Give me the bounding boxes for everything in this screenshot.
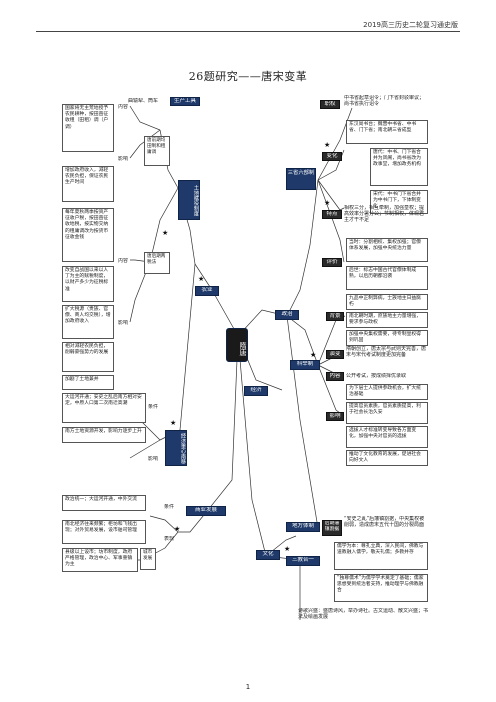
politics-zhiquan-text: 中书省起草诏令；门下省封驳审议；尚书省执行诏令 [344,95,425,108]
center-node: 隋唐 [226,328,248,362]
keju-yanbian-text: 隋朝创立，唐太宗与武则天完善，唐末与宋代考试制度更加完备 [346,346,427,359]
econ-box-0: 国家将无主荒地授予农民耕种，按田亩征收租（田租）调（户调） [62,104,114,152]
commerce-biaoxian: 表现 [164,536,175,542]
branch-agriculture: 农业 [195,286,219,296]
politics-pingjia-1: 后世：标志中国古代官僚体制成熟，以后历朝都沿袭 [346,266,428,290]
branch-difang: 地方体制 [286,522,320,532]
label-tiaojian-1: 条件 [148,404,159,410]
keju-yingxiang-0: 为下层士人提供参政机会，扩大统治基础 [346,384,428,400]
label-yingxiang-2: 影响 [118,320,129,326]
commerce-tiaojian: 条件 [164,504,175,510]
commerce-item-1: 南北经济往来频繁；柜坊和飞钱出现；对外贸易发展，设市舶司管理 [62,520,146,544]
branch-commerce: 商业发展 [186,506,226,516]
branch-economy: 经济 [244,386,268,396]
commerce-chengshi: 城市发展 [140,548,156,570]
star-icon: ★ [170,419,177,427]
culture-item-1: “独尊儒术”为儒学学术奠定了基础；儒家思想受到统治者支持，推动理学与佛教融合 [334,574,428,602]
branch-sansheng: 三省六部制 [286,168,316,190]
econ-box-1: 增加政府收入，减轻农民负担，保证农民生产时间 [62,166,114,202]
tools-label: 曲辕犁、筒车 [128,98,159,104]
econ-box-8: 南方土地资源开发，影响力逐步上升 [62,427,146,443]
branch-keju: 科举制 [290,360,320,370]
branch-culture: 文化 [256,550,280,560]
keju-beijing-2: 加强中央集权需要，待专制皇权得到巩固 [346,330,428,346]
header-rule [36,31,460,32]
page-title: 26题研究——唐宋变革 [188,70,308,83]
keju-neirong-text: 公开考试，按成绩择优录取 [346,373,407,379]
star-icon: ★ [174,525,181,533]
commerce-item-2: 县级以上设市；坊市制度，政府严格管理，政治中心、军事重镇为主 [62,548,138,572]
politics-bianhua: 变化 [322,152,342,161]
label-yingxiang-3: 影响 [148,456,159,462]
politics-bianhua-2: 宋代：中书门下省合并为中书门下，下体制变化 [370,190,428,214]
politics-bianhua-0: 东汉尚书台；魏晋中书省、中书省、门下省；南北朝三省成型 [346,120,428,144]
commerce-item-0: 政治统一；大运河开通，中外交流 [62,495,146,511]
running-header: 2019高三历史二轮复习通史版 [363,21,458,29]
culture-item-2: 诗歌兴盛：盛唐诗风，举办诗社。古文运动、散文兴盛；书法及绘画发展 [298,608,428,621]
keju-yingxiang-1: 提高官员素质，官员素质提高，利于社会长治久安 [346,402,428,424]
keju-beijing-0: 九品中正制弊病，士族地主日益腐朽 [346,294,428,310]
star-icon: ★ [198,275,205,283]
star-icon: ★ [162,229,169,237]
keju-yingxiang-3: 推动了文化教育的发展，促进社会向好文人 [346,450,428,466]
keju-yingxiang: 影响 [326,412,344,421]
keju-yanbian: 演变 [326,350,344,359]
label-neirong-1: 内容 [118,104,129,110]
politics-houqi-text: “安史之乱”后藩镇割据，中央集权被削弱，造成唐末五代十国的分裂局面 [344,516,425,529]
politics-houqi: 后期藩镇割据 [322,520,342,536]
keju-yingxiang-2: 选拔人才标准转变导致各方面变化，加强中央对官员的选拔 [346,426,428,448]
zutiao-node: 唐前期均田制和租庸调 [144,136,170,166]
star-icon: ★ [324,199,331,207]
econ-box-7: 大运河开通；安史之乱后南方相对安定，中原人口第二次南迁高潮 [62,393,146,423]
branch-politics: 政治 [275,310,299,320]
branch-economy-center: 经济重心南移 [165,430,187,466]
politics-tedian-text: 相权三分，相互牵制，加强皇权；提高效率分署分公；节制相权，体现君主才干不足 [344,205,425,224]
politics-pingjia: 评价 [322,258,342,267]
label-yingxiang-1: 影响 [118,156,129,162]
politics-zhiquan: 职权 [320,100,340,109]
econ-box-6: 加剧了土地兼并 [62,375,114,390]
econ-box-5: 相对减轻农民负担，削弱豪强势力的发展 [62,342,114,372]
politics-bianhua-1: 唐代：中书、门下省合并为凤阁，尚书省改为政事堂，增加政务机构 [370,148,428,186]
keju-neirong: 内容 [326,372,344,381]
econ-box-3: 改变自战国以来以人丁为主的赋税制度，以财产多少为征税标准 [62,266,114,302]
culture-item-0: 儒学为本：尊孔立典，深入民间，佛教与道教融入儒学，敬天礼儒；多教并存 [334,542,428,570]
liangshui-node: 唐后期两税法 [144,252,170,274]
label-neirong-2: 内容 [118,258,129,264]
branch-sanjiao: 三教合一 [286,556,320,566]
tools-node: 生产工具 [170,97,200,106]
keju-beijing-1: 南北朝时期，庶族地主力量增强，要求参与政权 [346,312,428,328]
keju-beijing: 背景 [326,312,344,321]
econ-box-2: 每年夏秋两季按资产征收户税，按田亩征收地税，按实物交纳的租庸调改为按货币征收金钱 [62,208,114,262]
econ-box-4: 扩大税源（贵族、官僚、商人均交税），增加政府收入 [62,305,114,339]
branch-land: 土地赋役制度 [178,180,200,220]
politics-tedian: 特点 [322,210,342,219]
star-icon: ★ [284,545,291,553]
star-icon: ★ [310,351,317,359]
star-icon: ★ [324,141,331,149]
page-number: 1 [245,683,251,691]
politics-pingjia-0: 当时：分割相权、集权加强；官僚体系发展，加强中央统治力量 [346,238,428,262]
